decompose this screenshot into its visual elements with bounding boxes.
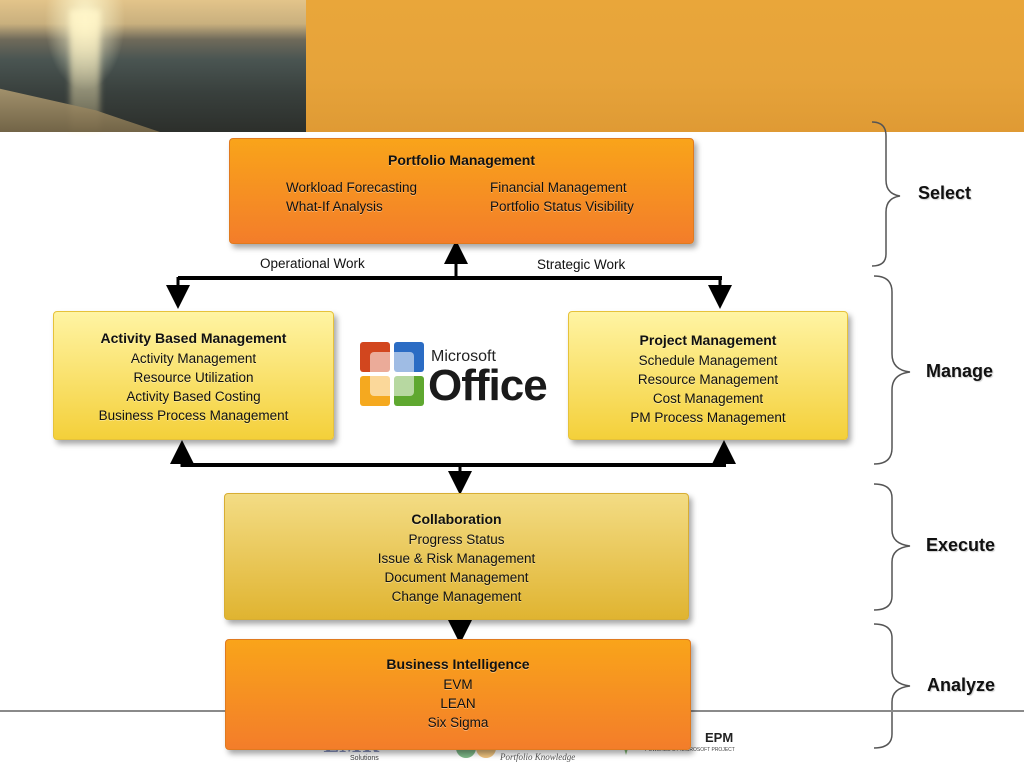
office-wordmark: Office — [428, 361, 548, 410]
activity-based-management-box: Activity Based Management Activity Manag… — [53, 311, 334, 440]
phase-manage: Manage — [926, 361, 994, 381]
brace-analyze — [873, 623, 911, 749]
collaboration-title: Collaboration — [411, 511, 502, 527]
portfolio-right-column: Financial Management Portfolio Status Vi… — [490, 178, 634, 216]
footer-logo-3-sub: POWERED BY MICROSOFT PROJECT — [645, 747, 735, 753]
activity-item: Activity Management — [130, 351, 257, 366]
bi-item: Six Sigma — [427, 715, 489, 730]
brace-select — [871, 121, 901, 267]
portfolio-management-box: Portfolio Management Workload Forecastin… — [229, 138, 694, 244]
microsoft-wordmark: Microsoft — [431, 348, 496, 365]
activity-based-title: Activity Based Management — [100, 330, 287, 346]
project-management-box: Project Management Schedule Management R… — [568, 311, 848, 440]
collaboration-box: Collaboration Progress Status Issue & Ri… — [224, 493, 689, 620]
collaboration-item: Document Management — [384, 570, 529, 585]
footer-logo-2-text: Portfolio Knowledge — [499, 752, 575, 762]
business-intelligence-box: Business Intelligence EVM LEAN Six Sigma — [225, 639, 691, 750]
phase-analyze: Analyze — [927, 675, 996, 695]
footer-logo-1-text: Solutions — [350, 755, 379, 762]
portfolio-title: Portfolio Management — [387, 152, 535, 168]
portfolio-item: What-If Analysis — [286, 199, 383, 214]
brace-execute — [873, 483, 911, 611]
activity-item: Activity Based Costing — [126, 389, 261, 404]
portfolio-item: Financial Management — [490, 180, 627, 195]
phase-select: Select — [918, 183, 972, 203]
project-title: Project Management — [639, 332, 777, 348]
middle-connector — [170, 440, 736, 495]
project-item: Resource Management — [637, 372, 779, 387]
office-logo-icon — [360, 342, 424, 406]
bi-item: LEAN — [440, 696, 476, 711]
activity-item: Resource Utilization — [133, 370, 254, 385]
business-intelligence-title: Business Intelligence — [386, 656, 530, 672]
collaboration-item: Change Management — [391, 589, 522, 604]
bi-item: EVM — [443, 677, 473, 692]
brace-manage — [873, 275, 911, 465]
footer-logo-3-text: EPM — [705, 730, 733, 745]
portfolio-left-column: Workload Forecasting What-If Analysis — [286, 178, 417, 216]
project-item: Cost Management — [652, 391, 764, 406]
collaboration-item: Progress Status — [408, 532, 505, 547]
activity-item: Business Process Management — [98, 408, 289, 423]
phase-execute: Execute — [926, 535, 996, 555]
strategic-work-label: Strategic Work — [537, 257, 626, 272]
project-item: Schedule Management — [638, 353, 778, 368]
project-item: PM Process Management — [630, 410, 786, 425]
portfolio-item: Workload Forecasting — [286, 180, 418, 195]
portfolio-item: Portfolio Status Visibility — [490, 199, 634, 214]
top-connector — [166, 240, 732, 309]
header-sunset-photo — [0, 0, 306, 132]
collaboration-item: Issue & Risk Management — [377, 551, 536, 566]
operational-work-label: Operational Work — [260, 256, 365, 271]
